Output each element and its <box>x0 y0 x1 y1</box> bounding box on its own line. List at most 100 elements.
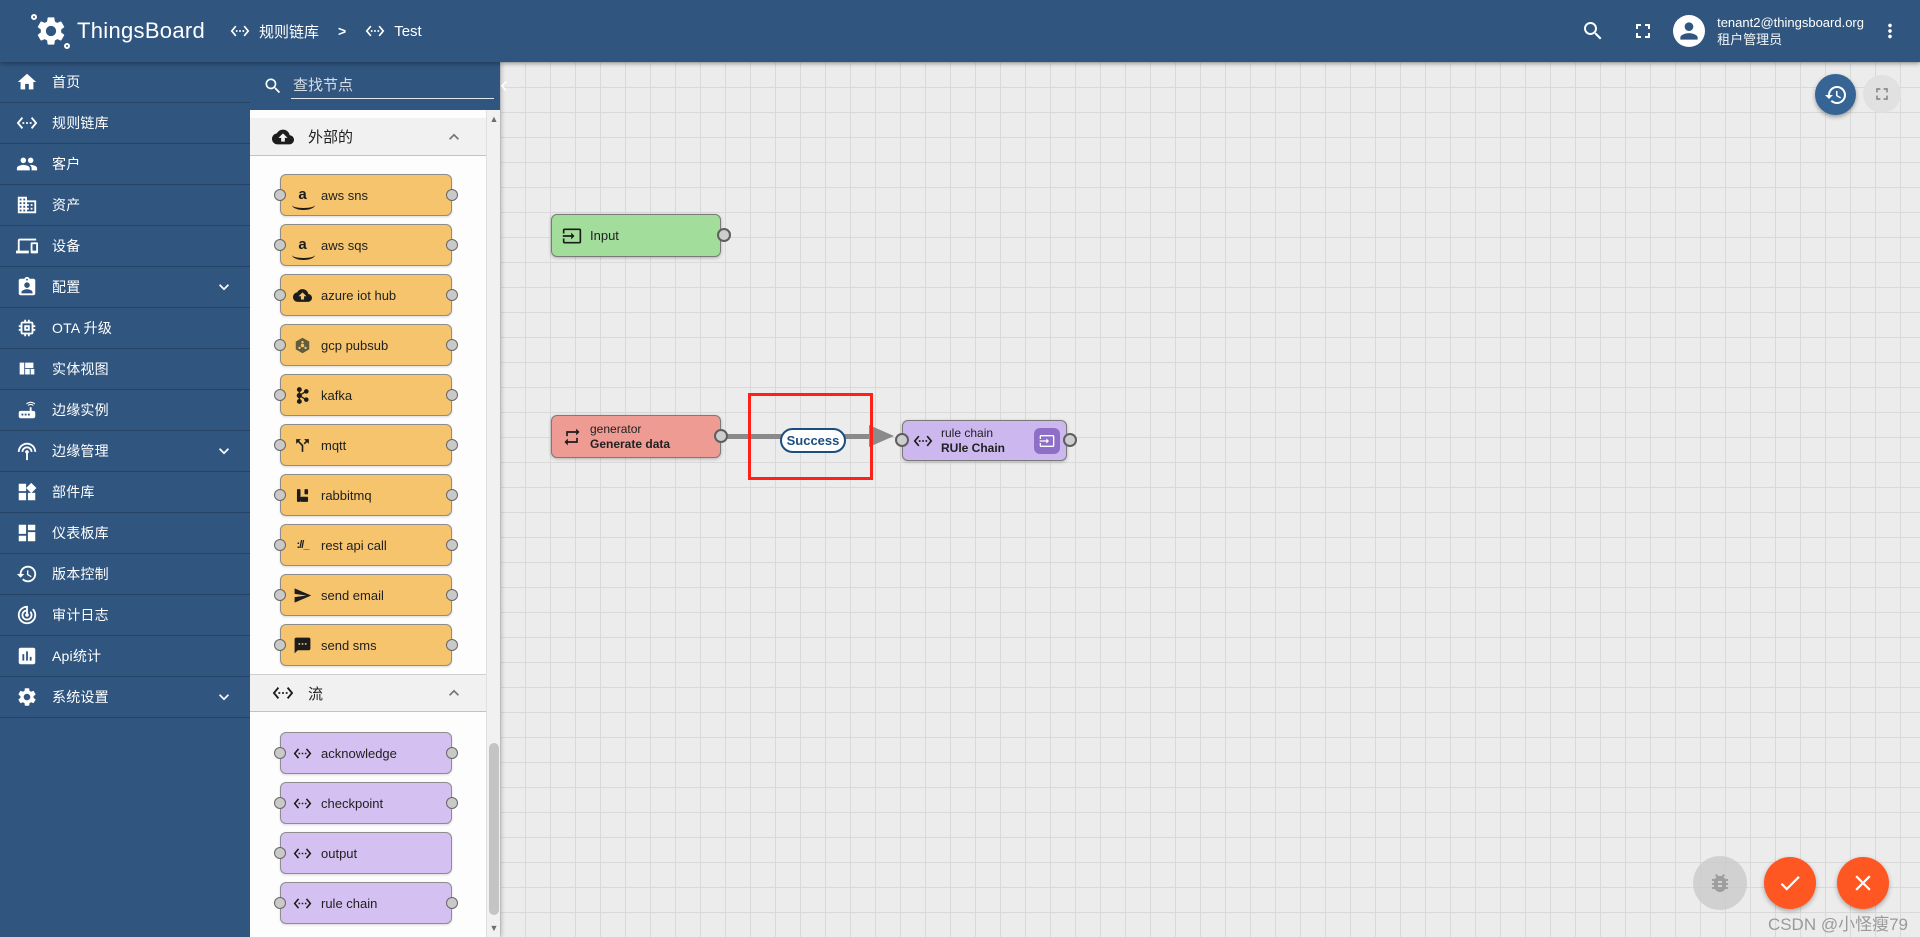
main-sidebar: 首页 规则链库 客户 资产 设备 配置 OTA 升级 实体视图 边缘实例 边缘管… <box>0 62 250 937</box>
apply-changes-button[interactable] <box>1764 857 1816 909</box>
settings-ethernet-icon <box>293 794 312 813</box>
fullscreen-icon[interactable] <box>1623 11 1663 51</box>
sidebar-item-system-settings[interactable]: 系统设置 <box>0 677 250 718</box>
palette-node-mqtt[interactable]: mqtt <box>274 424 458 466</box>
node-input-port <box>274 638 286 651</box>
palette-node-output[interactable]: output <box>274 832 452 874</box>
sms-icon <box>293 636 312 655</box>
node-type-label: rule chain <box>941 425 994 440</box>
canvas-node-input[interactable]: Input <box>551 214 721 257</box>
palette-node-kafka[interactable]: kafka <box>274 374 458 416</box>
thingsboard-gear-icon <box>31 14 70 49</box>
category-flow[interactable]: 流 <box>250 674 500 712</box>
collapse-panel-chevron-left-icon[interactable] <box>494 76 514 96</box>
node-input-port <box>274 538 286 551</box>
palette-node-send-sms[interactable]: send sms <box>274 624 458 666</box>
sidebar-item-api-usage[interactable]: Api统计 <box>0 636 250 677</box>
palette-node-gcp-pubsub[interactable]: gcp pubsub <box>274 324 458 366</box>
canvas-node-rule-chain[interactable]: rule chain RUle Chain <box>902 420 1067 461</box>
sidebar-item-ota[interactable]: OTA 升级 <box>0 308 250 349</box>
devices-icon <box>16 235 38 257</box>
node-input-port <box>274 188 286 201</box>
input-icon <box>562 226 582 246</box>
chevron-down-icon <box>214 687 234 707</box>
bar-chart-icon <box>16 645 38 667</box>
sidebar-item-dashboard-library[interactable]: 仪表板库 <box>0 513 250 554</box>
more-vert-icon[interactable] <box>1874 11 1906 51</box>
sidebar-item-assets[interactable]: 资产 <box>0 185 250 226</box>
edge-label-success[interactable]: Success <box>780 428 846 453</box>
sidebar-item-rule-chains[interactable]: 规则链库 <box>0 103 250 144</box>
palette-node-rabbitmq[interactable]: rabbitmq <box>274 474 458 516</box>
search-node-input[interactable] <box>291 73 494 99</box>
breadcrumb-separator: > <box>338 23 347 39</box>
node-input-port <box>274 796 286 809</box>
chevron-up-icon <box>444 127 464 147</box>
settings-ethernet-icon <box>293 744 312 763</box>
node-input-port <box>274 288 286 301</box>
sidebar-item-devices[interactable]: 设备 <box>0 226 250 267</box>
palette-scrollbar[interactable]: ▲ ▼ <box>486 110 500 937</box>
kafka-icon <box>293 386 312 405</box>
sidebar-item-widget-library[interactable]: 部件库 <box>0 472 250 513</box>
rule-chain-canvas[interactable]: Input generator Generate data Success ru… <box>500 62 1920 937</box>
call-split-icon <box>293 436 312 455</box>
palette-node-rest-api-call[interactable]: rest api call <box>274 524 458 566</box>
sidebar-item-version-control[interactable]: 版本控制 <box>0 554 250 595</box>
sidebar-item-customers[interactable]: 客户 <box>0 144 250 185</box>
sidebar-item-home[interactable]: 首页 <box>0 62 250 103</box>
open-rule-chain-button[interactable] <box>1034 427 1060 454</box>
scroll-up-arrow-icon[interactable]: ▲ <box>489 114 499 124</box>
canvas-fullscreen-button[interactable] <box>1863 75 1901 113</box>
node-output-port <box>446 538 458 551</box>
thingsboard-logo[interactable]: ThingsBoard <box>31 14 216 49</box>
palette-node-checkpoint[interactable]: checkpoint <box>274 782 458 824</box>
scrollbar-thumb[interactable] <box>489 743 499 915</box>
aws-icon: a <box>292 236 315 260</box>
sidebar-item-edge-management[interactable]: 边缘管理 <box>0 431 250 472</box>
track-changes-icon <box>16 604 38 626</box>
scroll-down-arrow-icon[interactable]: ▼ <box>489 923 499 933</box>
generator-node-output-port[interactable] <box>714 429 728 443</box>
edge-arrowhead-icon <box>869 425 894 447</box>
widgets-icon <box>16 481 38 503</box>
node-input-port <box>274 746 286 759</box>
breadcrumb-rule-chains[interactable]: 规则链库 <box>259 23 320 41</box>
search-icon[interactable] <box>1573 11 1613 51</box>
home-icon <box>16 71 38 93</box>
palette-node-azure-iot-hub[interactable]: azure iot hub <box>274 274 458 316</box>
settings-ethernet-icon <box>16 112 38 134</box>
palette-node-list: 外部的 a aws sns a aws sqs azure iot hub gc… <box>250 110 500 937</box>
node-output-port <box>446 638 458 651</box>
node-output-port <box>446 488 458 501</box>
settings-ethernet-icon <box>365 21 385 41</box>
node-output-port <box>446 438 458 451</box>
rule-chain-node-output-port[interactable] <box>1063 433 1077 447</box>
sidebar-item-entity-views[interactable]: 实体视图 <box>0 349 250 390</box>
settings-ethernet-icon <box>230 21 250 41</box>
discard-changes-button[interactable] <box>1837 857 1889 909</box>
palette-node-send-email[interactable]: send email <box>274 574 458 616</box>
canvas-node-generator[interactable]: generator Generate data <box>551 415 721 458</box>
node-output-port <box>446 188 458 201</box>
node-output-port <box>446 338 458 351</box>
apply-changes-history-button[interactable] <box>1815 74 1856 115</box>
palette-node-aws-sns[interactable]: a aws sns <box>274 174 458 216</box>
sidebar-item-audit-logs[interactable]: 审计日志 <box>0 595 250 636</box>
node-name-label: Generate data <box>590 436 671 451</box>
sidebar-item-profiles[interactable]: 配置 <box>0 267 250 308</box>
palette-node-acknowledge[interactable]: acknowledge <box>274 732 458 774</box>
rule-chain-node-input-port[interactable] <box>895 433 909 447</box>
sidebar-item-edge-instances[interactable]: 边缘实例 <box>0 390 250 431</box>
cloud-upload-icon <box>293 286 312 305</box>
avatar[interactable] <box>1673 15 1706 47</box>
debug-mode-button[interactable] <box>1693 856 1747 910</box>
node-input-port <box>274 896 286 909</box>
category-external[interactable]: 外部的 <box>250 118 500 156</box>
building-icon <box>16 194 38 216</box>
palette-node-rule-chain[interactable]: rule chain <box>274 882 458 924</box>
input-node-output-port[interactable] <box>717 228 731 242</box>
node-output-port <box>446 588 458 601</box>
palette-node-aws-sqs[interactable]: a aws sqs <box>274 224 458 266</box>
badge-icon <box>16 276 38 298</box>
